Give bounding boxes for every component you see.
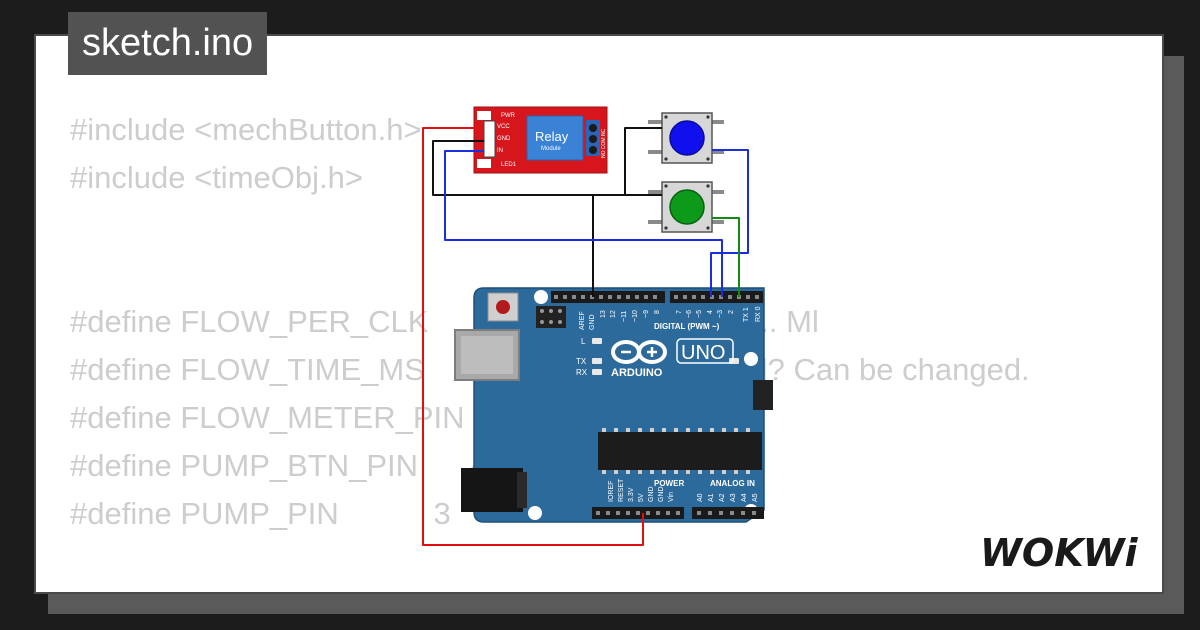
microcontroller-chip <box>598 432 762 470</box>
pin-label: 4 <box>707 310 714 314</box>
relay-pin-header <box>483 120 496 158</box>
pin-label: GND <box>658 486 665 502</box>
pin-label: 3.3V <box>628 487 635 502</box>
pin-label: A2 <box>719 493 726 502</box>
power-jack <box>461 468 523 512</box>
relay-subtitle: Module <box>541 146 561 152</box>
wokwi-logo-text: WOKWi <box>980 531 1139 575</box>
code-line: #define FLOW_TIME_MS l? Can be changed. <box>70 352 1030 387</box>
mounting-hole <box>744 352 758 366</box>
relay-led-label: LED1 <box>501 162 517 168</box>
pin-label: A3 <box>730 493 737 502</box>
relay-title: Relay <box>535 129 569 144</box>
digital-label: DIGITAL (PWM ~) <box>654 322 720 331</box>
led-tx <box>592 358 602 364</box>
wire-button-green[interactable] <box>712 217 740 297</box>
icsp2-header <box>753 380 773 410</box>
arduino-uno-board[interactable]: AREF GND 13 12 ~11 ~10 ~9 8 7 ~6 ~5 4 ~3… <box>454 287 773 523</box>
usb-connector-inner <box>461 336 513 374</box>
pin-label: 2 <box>728 310 735 314</box>
pushbutton-green[interactable] <box>648 181 724 233</box>
pin-label: IOREF <box>608 481 615 502</box>
pin-label: AREF <box>579 311 586 330</box>
mounting-hole <box>534 290 548 304</box>
pin-label: A5 <box>752 493 759 502</box>
led-label: ON <box>745 357 757 366</box>
power-jack-front <box>517 472 527 508</box>
relay-led1 <box>477 159 491 168</box>
pushbutton-cap-blue[interactable] <box>669 120 705 156</box>
pushbutton-cap-green[interactable] <box>669 189 705 225</box>
code-editor: #include <mechButton.h> #include <timeOb… <box>70 106 1030 592</box>
relay-pin-label: IN <box>497 148 503 154</box>
analog-header <box>692 507 764 519</box>
relay-pin-label: GND <box>497 136 511 142</box>
code-line: #define PUMP_BTN_PIN 4 <box>70 448 487 483</box>
uno-label-box <box>676 338 734 364</box>
relay-body <box>526 115 584 161</box>
pin-label: 8 <box>654 310 661 314</box>
pin-label: 5V <box>638 493 645 502</box>
power-label: POWER <box>654 479 684 488</box>
pin-label: A0 <box>697 493 704 502</box>
led-label: L <box>581 337 586 346</box>
pin-label: ~6 <box>686 310 693 318</box>
relay-terminal-labels: NO COM NC <box>601 128 607 158</box>
wokwi-logo: WOKWi <box>980 531 1139 575</box>
pin-label: ~5 <box>696 310 703 318</box>
led-label: RX <box>576 368 588 377</box>
arduino-model: UNO <box>681 342 725 364</box>
terminal-screw <box>589 124 597 132</box>
pin-label: ~10 <box>632 310 639 322</box>
file-tab-sketch-ino[interactable]: sketch.ino <box>68 12 268 75</box>
wire-gnd-relay[interactable] <box>432 140 594 297</box>
led-label: TX <box>576 357 587 366</box>
pin-label: GND <box>589 314 596 330</box>
terminal-screw <box>589 135 597 143</box>
pin-label: ~3 <box>717 310 724 318</box>
arduino-logo-icon <box>611 340 667 364</box>
analog-label: ANALOG IN <box>710 479 755 488</box>
pin-label: 12 <box>610 310 617 318</box>
mounting-hole <box>528 506 542 520</box>
pin-label: A1 <box>708 493 715 502</box>
reset-button[interactable] <box>487 292 519 322</box>
code-line: #include <timeObj.h> <box>70 160 363 195</box>
pin-label: A4 <box>741 493 748 502</box>
code-line: #include <mechButton.h> <box>70 112 422 147</box>
arduino-brand: ARDUINO <box>611 367 663 379</box>
relay-led-label: PWR <box>501 113 516 119</box>
code-line: #define FLOW_METER_PIN <box>70 400 465 435</box>
relay-pin-label: VCC <box>497 124 510 130</box>
pin-label: RESET <box>618 478 625 502</box>
wire-relay-in[interactable] <box>444 150 723 297</box>
wire-gnd-button-blue[interactable] <box>593 127 662 196</box>
pin-label: 13 <box>600 310 607 318</box>
wire-button-blue[interactable] <box>710 149 749 297</box>
code-line: #define PUMP_PIN 3 <box>70 496 451 531</box>
reset-button-cap[interactable] <box>496 300 510 314</box>
relay-pwr-led <box>477 111 491 120</box>
pin-label: 7 <box>676 310 683 314</box>
pushbutton-blue[interactable] <box>648 112 724 164</box>
wire-vcc-5v[interactable] <box>422 127 644 546</box>
led-l <box>592 338 602 344</box>
pin-label: Vin <box>668 492 675 502</box>
pin-label: GND <box>648 486 655 502</box>
pin-label: ~11 <box>621 311 628 322</box>
pin-label: RX 0 <box>755 306 762 322</box>
pin-label: TX 1 <box>743 307 750 322</box>
relay-module[interactable]: VCC GND IN PWR LED1 NO COM NC Relay Modu… <box>473 106 608 174</box>
pin-label: ~9 <box>643 310 650 318</box>
terminal-screw <box>589 146 597 154</box>
led-rx <box>592 369 602 375</box>
